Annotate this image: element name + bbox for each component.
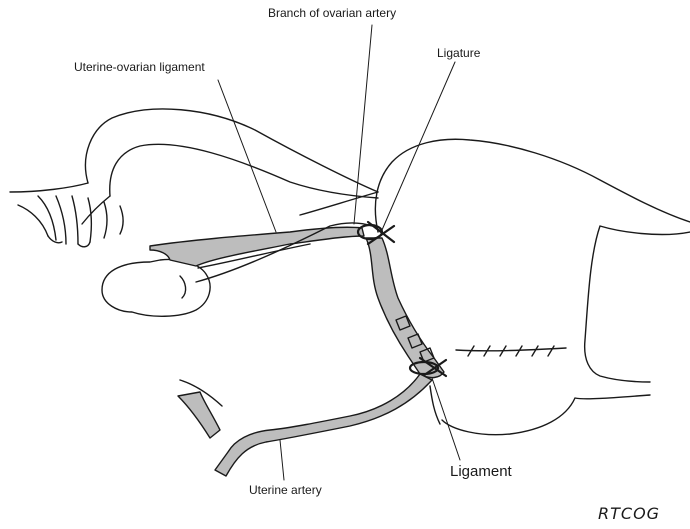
credit-text: RTCOG [598, 506, 660, 522]
ovarian-artery-branch [300, 192, 378, 215]
label-uterine-ovarian-ligament: Uterine-ovarian ligament [74, 61, 205, 73]
leader-ligament [432, 378, 460, 460]
uterus-outline [375, 139, 690, 434]
label-ligament: Ligament [450, 464, 512, 479]
label-branch-of-ovarian-artery: Branch of ovarian artery [268, 7, 396, 19]
uterine-artery [215, 374, 432, 476]
ovary [102, 260, 210, 317]
label-ligature: Ligature [437, 47, 480, 59]
uterine-incision-sutures [456, 346, 566, 356]
fallopian-tube [85, 109, 378, 198]
fimbriae [10, 183, 123, 247]
leader-lines [218, 25, 460, 480]
leader-uo-ligament [218, 80, 276, 232]
leader-ligature [382, 62, 455, 230]
ovary-lobule [180, 276, 186, 298]
label-uterine-artery: Uterine artery [249, 484, 322, 496]
uterine-ascending-vessel [366, 238, 444, 378]
leader-uterine-artery [280, 440, 284, 480]
